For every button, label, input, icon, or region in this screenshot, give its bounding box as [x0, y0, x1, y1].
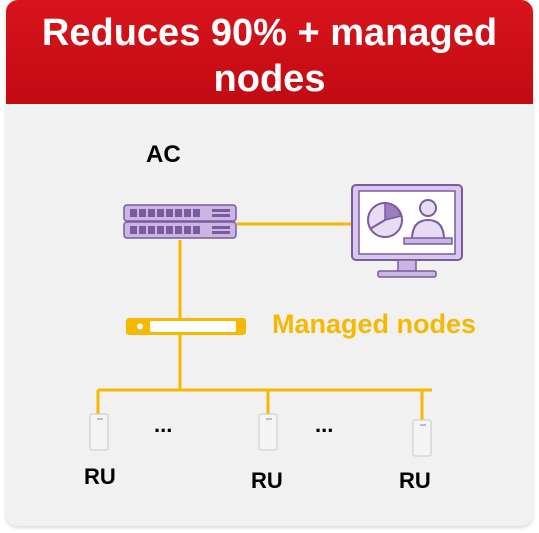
ru-label-3: RU — [399, 468, 431, 493]
ru-label-1: RU — [84, 464, 116, 489]
radio-unit-icon — [258, 413, 278, 451]
switch-icon — [123, 204, 237, 239]
controller-label: AC — [146, 141, 181, 168]
ellipsis-2: ... — [315, 412, 334, 437]
ellipsis-1: ... — [154, 412, 173, 437]
connection-lines — [96, 222, 432, 422]
header-banner: Reduces 90% + managed nodes — [6, 0, 533, 104]
managed-nodes-label: Managed nodes — [272, 309, 477, 339]
managed-node-icon — [126, 318, 246, 335]
ru-label-2: RU — [251, 468, 283, 493]
radio-unit-icon — [412, 419, 432, 457]
monitor-dashboard-icon — [351, 184, 463, 278]
page-title: Reduces 90% + managed nodes — [41, 12, 498, 100]
radio-unit-icon — [89, 413, 109, 451]
